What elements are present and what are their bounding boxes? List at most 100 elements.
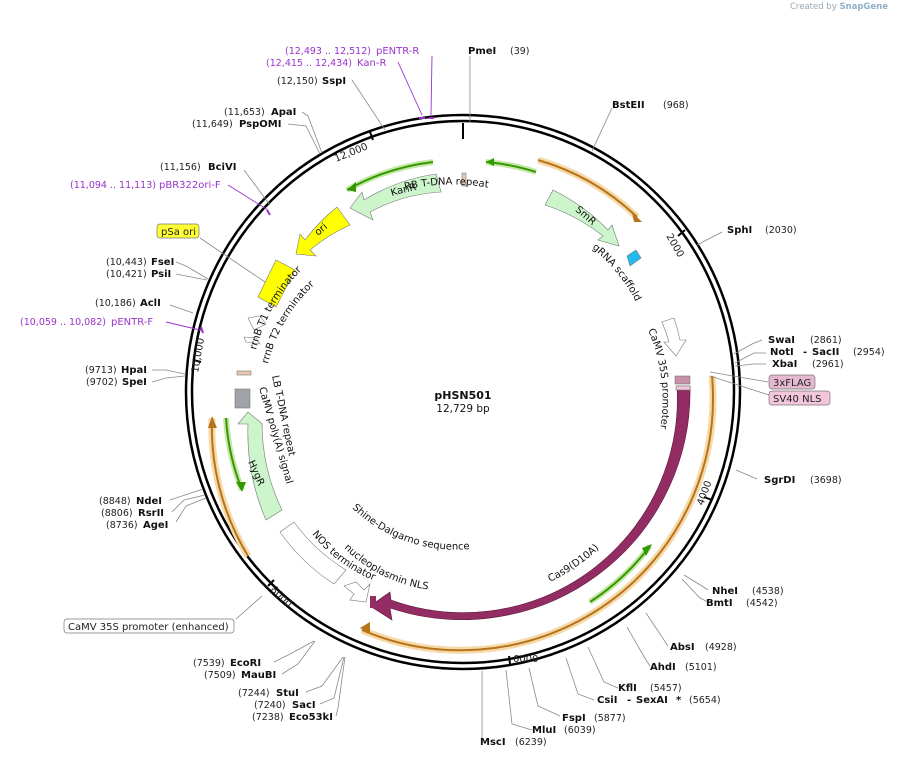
site-ahdi: AhdI [650,662,676,673]
kanr-arrow [349,173,442,221]
flag-block [674,375,691,385]
primer-pentr-r: pENTR-R [376,46,419,57]
site-fspi-pos: (5877) [594,713,626,724]
site-eco53ki: Eco53kI [289,712,333,723]
rrnb-t2-arrow [243,336,261,345]
site-maubi-pos: (7509) [204,670,236,681]
orf-arrowhead-green-3 [642,544,652,556]
site-saci-pos: (7240) [254,700,286,711]
site-csii-pos: (5654) [689,695,721,706]
backbone-outer [184,113,742,671]
snapgene-credit: Created by SnapGene [790,2,888,12]
site-psii: PsiI [151,269,171,280]
box-camv35s-enhanced-label: CaMV 35S promoter (enhanced) [68,622,229,633]
credit-text: Created by [789,2,837,12]
site-acli: AclI [140,298,161,309]
rrnb-t1-arrow [247,315,267,331]
site-absi-pos: (4928) [705,642,737,653]
site-spei-pos: (9702) [86,377,118,388]
site-fsei-pos: (10,443) [106,257,147,268]
site-sspi: SspI [322,76,346,87]
box-3xflag-label: 3xFLAG [773,378,811,389]
site-csii: CsiI [597,695,617,706]
site-ecori-pos: (7539) [193,658,225,669]
site-rsrii: RsrII [138,508,164,519]
orf-arc-orange-1 [537,156,640,220]
site-sexai: SexAI [636,695,668,706]
tick-label-10000: 10,000 [190,337,207,373]
site-bsteii: BstEII [612,100,645,111]
box-camv35s-enhanced [63,618,235,634]
orf-arc-orange-2-core [361,375,714,652]
site-ecori: EcoRI [230,658,261,669]
camv35s-promoter-arrow [661,317,687,357]
site-pmei: PmeI [468,46,496,57]
site-fspi: FspI [562,713,586,724]
tick-label-8000: 8000 [268,584,294,610]
primer-kan-r-range: (12,415 .. 12,434) [266,58,352,69]
hygr-arrow [237,411,283,521]
site-acli-pos: (10,186) [95,298,136,309]
sv40-nls-block [675,385,691,391]
primer-kan-r: Kan-R [357,58,386,69]
primer-pbr322ori-f: pBR322ori-F [159,180,221,191]
box-3xflag [768,374,816,390]
site-bmti-pos: (4542) [746,598,778,609]
site-bmti: BmtI [706,598,733,609]
site-saci: SacI [292,700,316,711]
box-psa-ori [156,223,200,239]
site-maubi: MauBI [241,670,276,681]
cas9-arrow [369,385,691,621]
psa-ori-block [257,259,296,308]
orf-arrowhead-green-2 [347,182,356,192]
box-psa-ori-label: pSa ori [161,227,196,238]
orf-arrowhead-3 [208,416,217,428]
site-eco53ki-pos: (7238) [252,712,284,723]
site-stui: StuI [276,688,299,699]
site-dash-sexai: - [627,695,631,706]
orf-arc-green-4 [223,417,245,492]
primer-pentr-f: pENTR-F [111,317,153,328]
site-bcivi: BciVI [208,162,236,173]
nos-terminator-arrow [279,521,347,585]
site-xbai: XbaI [772,359,797,370]
site-pspomi-pos: (11,649) [192,119,233,130]
site-swai: SwaI [768,335,795,346]
site-agei-pos: (8736) [106,520,138,531]
site-spei: SpeI [122,377,147,388]
site-kfli-pos: (5457) [650,683,682,694]
site-hpai: HpaI [121,365,147,376]
orf-arc-orange-3-core [210,417,249,557]
site-stui-pos: (7244) [238,688,270,699]
primer-pbr322ori-f-range: (11,094 .. 11,113) [70,180,156,191]
site-sphi: SphI [727,225,752,236]
site-ndei-pos: (8848) [99,496,131,507]
site-fsei: FseI [151,257,174,268]
site-absi: AbsI [670,642,695,653]
site-sphi-pos: (2030) [765,225,797,236]
tick-label-2000: 2000 [663,232,685,260]
ori-arrow [295,206,351,257]
site-dash-sacii: - [803,347,807,358]
site-pspomi: PspOMI [239,119,281,130]
site-sacii: SacII [812,347,839,358]
site-sgrdi: SgrDI [764,475,795,486]
np-nls-arrow [343,581,371,603]
site-bsteii-pos: (968) [663,100,689,111]
orf-arrowhead-2 [360,622,370,634]
site-sspi-pos: (12,150) [277,76,318,87]
site-msci-pos: (6239) [515,737,547,748]
site-mlui: MluI [532,725,556,736]
site-msci: MscI [480,737,506,748]
site-nhei-pos: (4538) [752,586,784,597]
site-swai-pos: (2861) [810,335,842,346]
site-leader-lines [151,56,773,738]
site-agei: AgeI [143,520,168,531]
tick-label-6000: 6000 [513,654,538,665]
site-sgrdi-pos: (3698) [810,475,842,486]
label-shine-dalgarno: Shine-Dalgarno sequence [350,502,470,553]
site-nhei: NheI [712,586,738,597]
snapgene-logo: SnapGene [839,2,888,12]
site-hpai-pos: (9713) [85,365,117,376]
site-ndei: NdeI [136,496,162,507]
